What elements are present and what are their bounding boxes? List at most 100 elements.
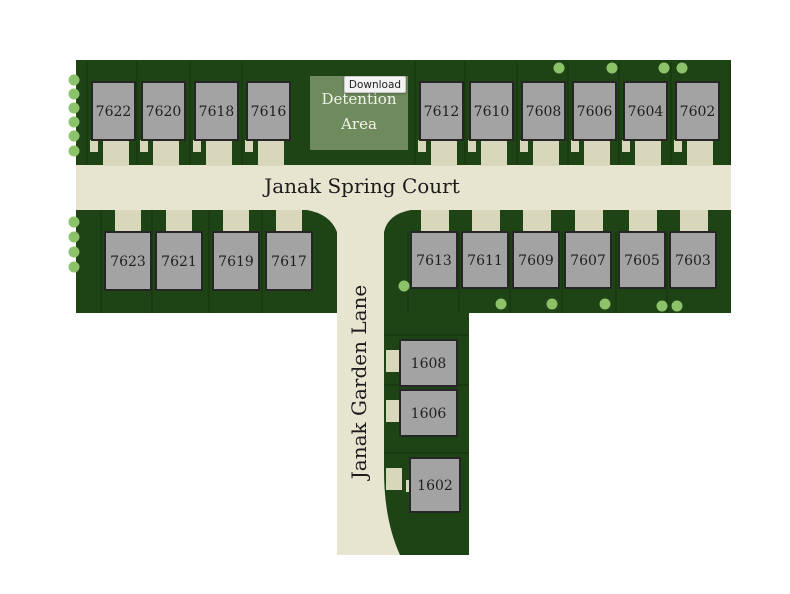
- lot-7619[interactable]: 7619: [212, 231, 260, 291]
- lot-7613[interactable]: 7613: [410, 231, 458, 289]
- lot-number: 1606: [411, 406, 447, 422]
- lot-footprint: [399, 389, 458, 437]
- lot-number: 7608: [526, 104, 562, 120]
- lot-footprint: [461, 231, 509, 289]
- driveway: [115, 210, 141, 234]
- driveway: [386, 468, 402, 490]
- driveways: [90, 140, 713, 492]
- tree: [68, 102, 80, 114]
- tree: [68, 74, 80, 86]
- lot-7604[interactable]: 7604: [623, 81, 668, 141]
- driveway: [386, 400, 402, 422]
- driveway: [223, 210, 249, 234]
- detention-label-line1: Detention: [322, 90, 397, 108]
- lot-7605[interactable]: 7605: [618, 231, 666, 289]
- tree: [68, 216, 80, 228]
- driveway: [571, 140, 579, 152]
- lot-7607[interactable]: 7607: [564, 231, 612, 289]
- lot-1602[interactable]: 1602: [409, 457, 461, 513]
- lot-number: 7618: [199, 104, 235, 120]
- lot-number: 7613: [416, 253, 452, 269]
- lot-number: 1602: [417, 478, 453, 494]
- lot-7610[interactable]: 7610: [469, 81, 514, 141]
- lot-7622[interactable]: 7622: [91, 81, 136, 141]
- driveway: [276, 210, 302, 234]
- lot-number: 7604: [628, 104, 664, 120]
- lot-7609[interactable]: 7609: [512, 231, 560, 289]
- driveway: [193, 140, 201, 152]
- driveway: [687, 140, 713, 166]
- lot-footprint: [91, 81, 136, 141]
- lot-footprint: [512, 231, 560, 289]
- tree: [606, 62, 618, 74]
- driveway: [584, 140, 610, 166]
- lot-footprint: [212, 231, 260, 291]
- lot-footprint: [410, 231, 458, 289]
- street-label-spring-court: Janak Spring Court: [262, 174, 460, 198]
- tree: [599, 298, 611, 310]
- lot-number: 7602: [680, 104, 716, 120]
- driveway: [245, 140, 253, 152]
- lot-7617[interactable]: 7617: [265, 231, 313, 291]
- download-button[interactable]: Download: [344, 76, 406, 93]
- driveway: [103, 140, 129, 166]
- lot-7618[interactable]: 7618: [194, 81, 239, 141]
- driveway: [431, 140, 457, 166]
- driveway: [680, 210, 708, 234]
- tree: [656, 300, 668, 312]
- tree: [68, 231, 80, 243]
- lot-footprint: [409, 457, 461, 513]
- driveway: [481, 140, 507, 166]
- lot-footprint: [618, 231, 666, 289]
- tree: [546, 298, 558, 310]
- lot-number: 7616: [251, 104, 287, 120]
- lot-7608[interactable]: 7608: [521, 81, 566, 141]
- roads: [76, 165, 731, 555]
- street-label-garden-lane: Janak Garden Lane: [347, 285, 371, 481]
- lot-footprint: [104, 231, 152, 291]
- lot-footprint: [155, 231, 203, 291]
- road-spring-court: [76, 165, 731, 210]
- lot-number: 7619: [218, 254, 254, 270]
- lot-number: 7617: [271, 254, 307, 270]
- lot-7616[interactable]: 7616: [246, 81, 291, 141]
- driveway: [140, 140, 148, 152]
- tree: [658, 62, 670, 74]
- lot-number: 7620: [146, 104, 182, 120]
- driveway: [468, 140, 476, 152]
- lot-7620[interactable]: 7620: [141, 81, 186, 141]
- lot-footprint: [399, 339, 458, 387]
- lot-number: 7605: [624, 253, 660, 269]
- lot-1608[interactable]: 1608: [399, 339, 458, 387]
- lot-footprint: [669, 231, 717, 289]
- lot-7621[interactable]: 7621: [155, 231, 203, 291]
- lot-1606[interactable]: 1606: [399, 389, 458, 437]
- tree: [68, 246, 80, 258]
- tree: [68, 145, 80, 157]
- lot-7603[interactable]: 7603: [669, 231, 717, 289]
- lot-footprint: [419, 81, 464, 141]
- lot-number: 7610: [474, 104, 510, 120]
- home-lots: 7622 7620 7618 7616 7612 7610 7608 7606 7604 7602…: [91, 81, 720, 513]
- detention-label-line2: Area: [340, 115, 377, 133]
- lot-footprint: [246, 81, 291, 141]
- lot-7611[interactable]: 7611: [461, 231, 509, 289]
- driveway: [166, 210, 192, 234]
- tree: [676, 62, 688, 74]
- driveway: [520, 140, 528, 152]
- lot-7606[interactable]: 7606: [572, 81, 617, 141]
- trees: [68, 62, 688, 312]
- road-garden-lane: [307, 210, 411, 555]
- driveway: [386, 350, 402, 372]
- driveway: [629, 210, 657, 234]
- lot-7602[interactable]: 7602: [675, 81, 720, 141]
- lot-7612[interactable]: 7612: [419, 81, 464, 141]
- lot-footprint: [572, 81, 617, 141]
- lot-7623[interactable]: 7623: [104, 231, 152, 291]
- lot-number: 7612: [424, 104, 460, 120]
- tree: [68, 261, 80, 273]
- lot-number: 7623: [110, 254, 146, 270]
- tree: [68, 116, 80, 128]
- driveway: [533, 140, 559, 166]
- driveway: [575, 210, 603, 234]
